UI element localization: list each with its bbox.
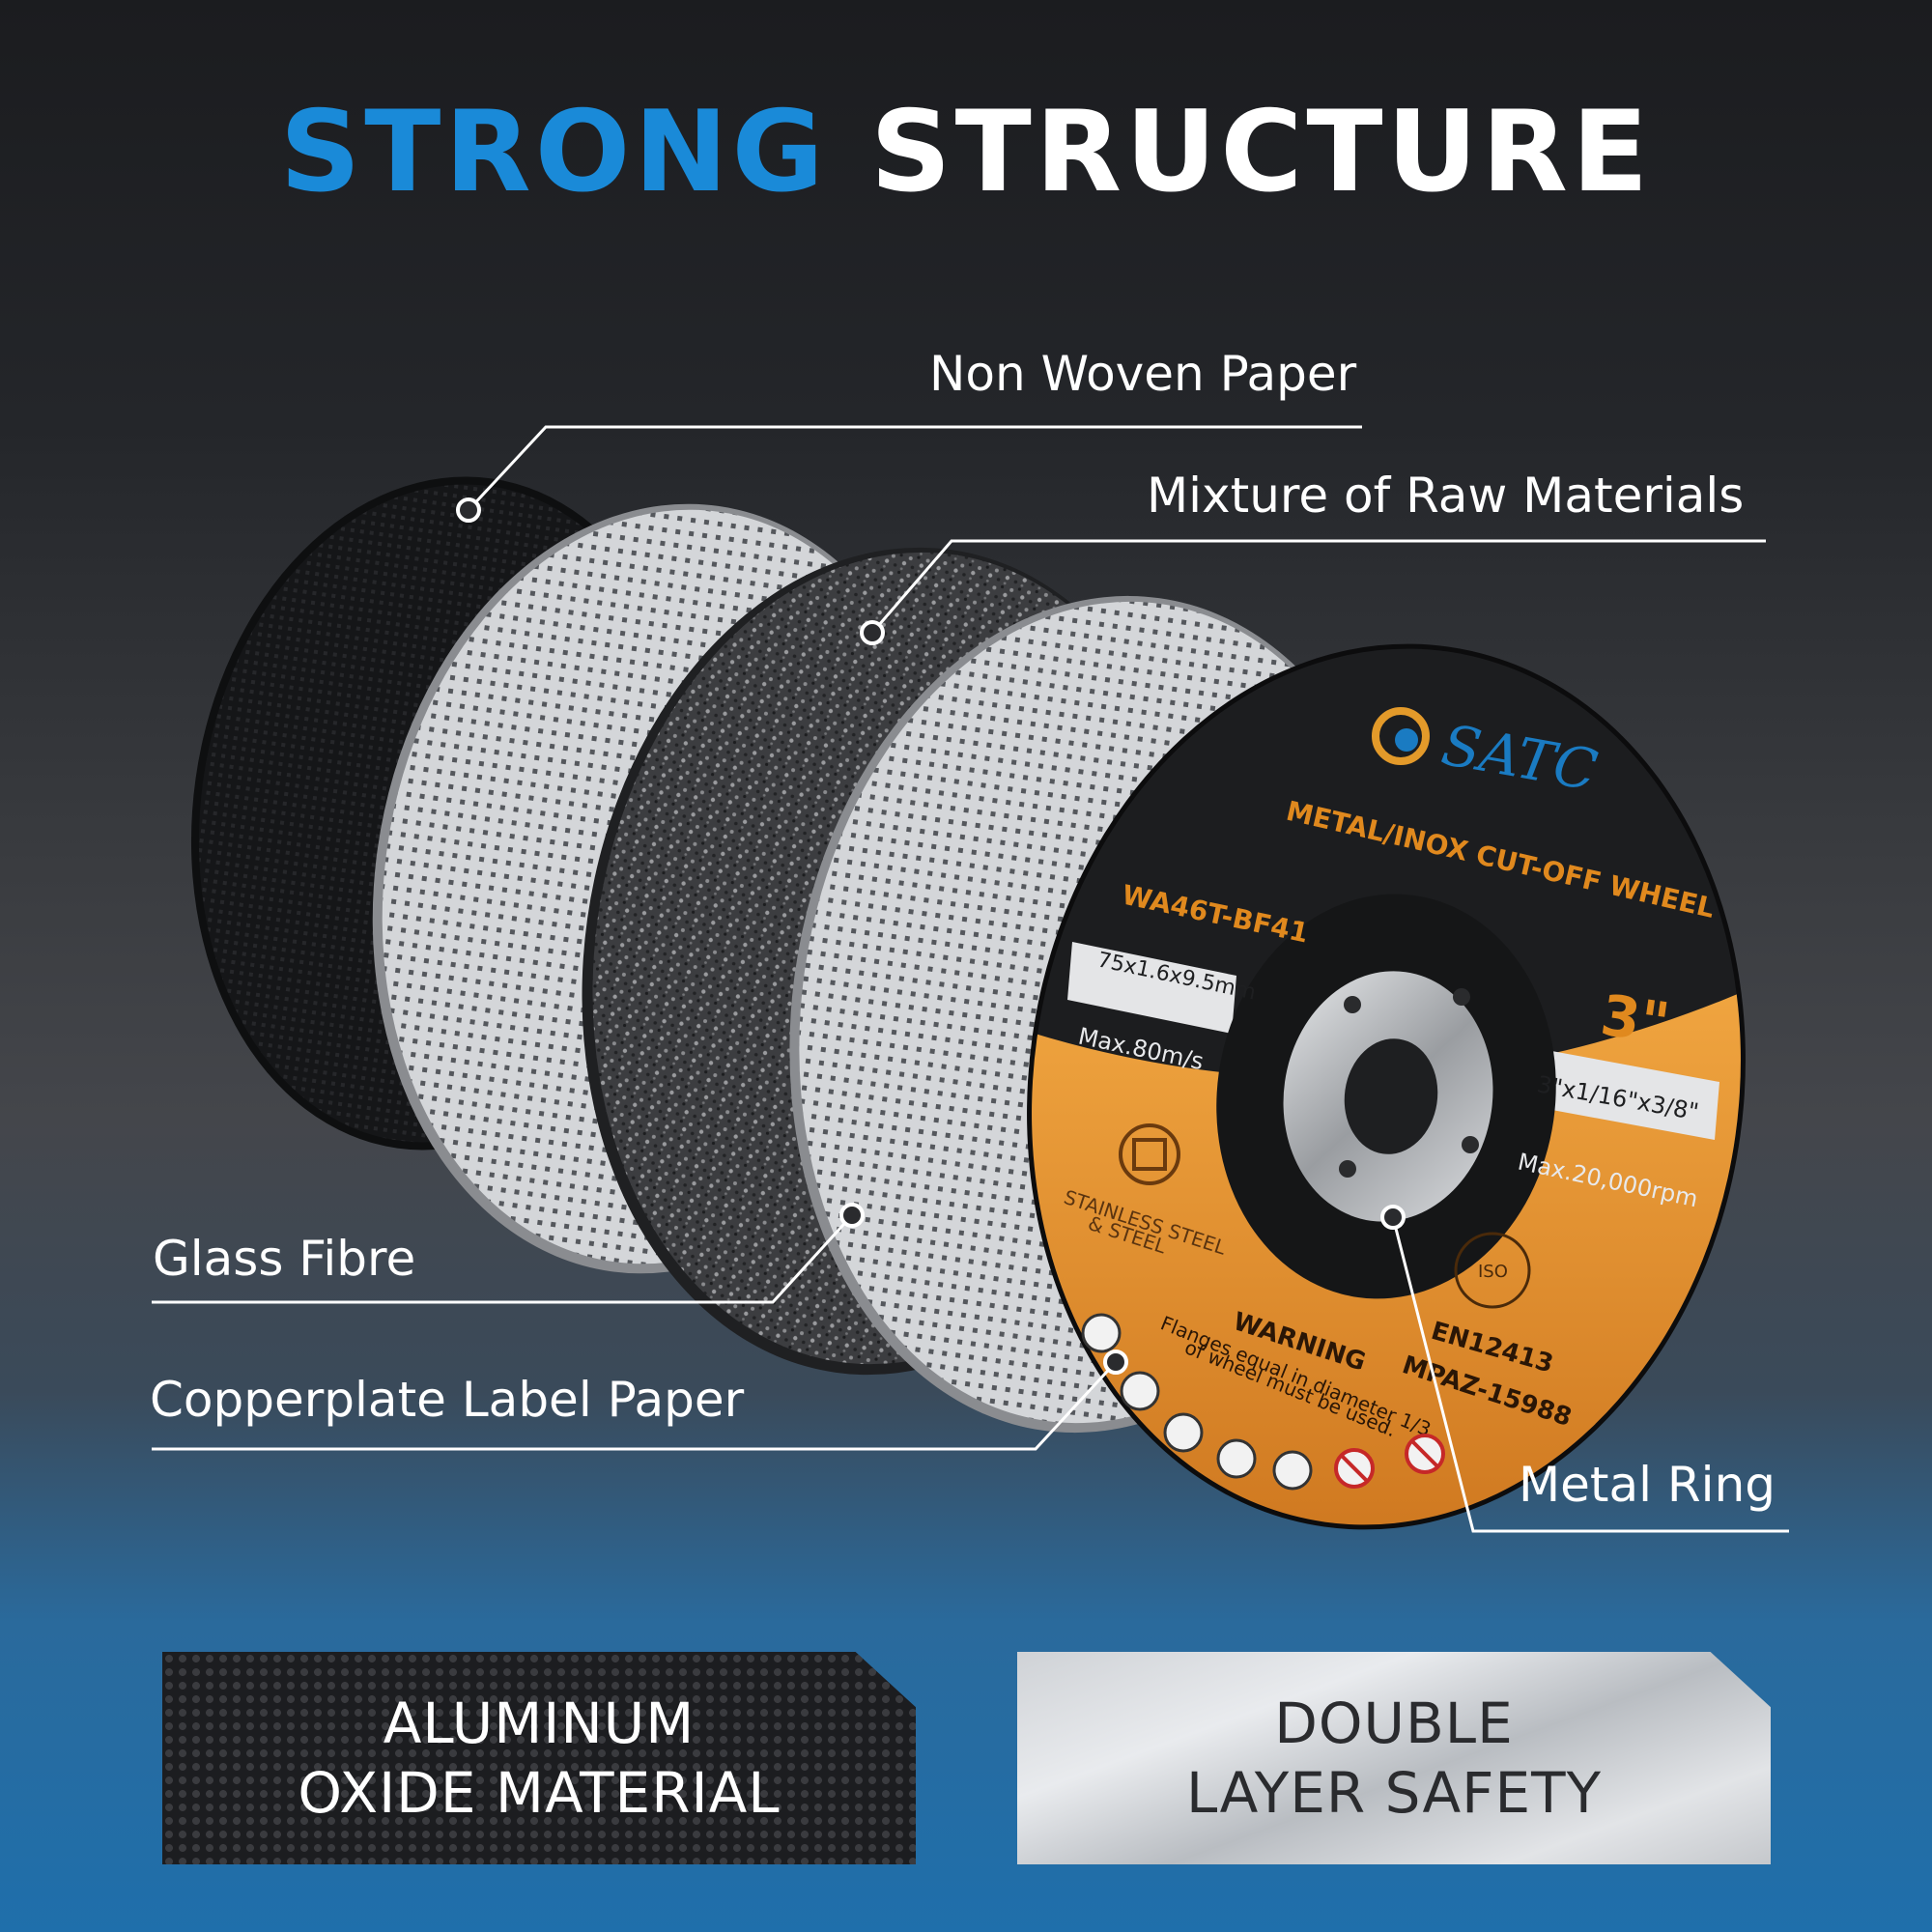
- ear-protection-icon: [1120, 1371, 1160, 1411]
- gloves-icon: [1216, 1438, 1257, 1479]
- callout-lines: [152, 425, 1789, 1533]
- safety-icons: [1081, 1313, 1445, 1491]
- callout-metal-ring: Metal Ring: [1519, 1457, 1776, 1513]
- raw-materials-line: [870, 539, 1766, 634]
- goggles-icon: [1081, 1313, 1122, 1353]
- callout-non-woven-paper: Non Woven Paper: [929, 346, 1357, 402]
- copperplate-line: [152, 1360, 1118, 1451]
- no-side-grinding-icon: [1405, 1434, 1445, 1474]
- no-wet-grinding-icon: [1334, 1448, 1375, 1489]
- headline-main-word: STRUCTURE: [870, 87, 1653, 217]
- panel-left-line-2: OXIDE MATERIAL: [298, 1760, 781, 1826]
- iso-text: ISO: [1478, 1262, 1508, 1282]
- helmet-icon: [1272, 1450, 1313, 1491]
- iso-seal-icon: ISO: [1454, 1232, 1531, 1309]
- callout-glass-fibre: Glass Fibre: [153, 1231, 416, 1287]
- callout-dots: [456, 497, 1406, 1375]
- callout-copperplate-label-paper: Copperplate Label Paper: [150, 1372, 745, 1428]
- panel-right-line-1: DOUBLE: [1274, 1690, 1514, 1756]
- non-woven-paper-line: [467, 425, 1362, 512]
- headline-accent-word: STRONG: [279, 87, 828, 217]
- double-layer-safety-panel: DOUBLE LAYER SAFETY: [1017, 1652, 1771, 1864]
- stainless-steel-icon: [1119, 1123, 1180, 1185]
- callout-raw-materials: Mixture of Raw Materials: [1147, 468, 1745, 524]
- size-inch-large: 3": [1597, 982, 1673, 1057]
- metal-ring-line: [1391, 1216, 1789, 1533]
- mask-icon: [1163, 1412, 1204, 1453]
- aluminum-oxide-panel: ALUMINUM OXIDE MATERIAL: [162, 1652, 916, 1864]
- glass-fibre-line: [152, 1213, 854, 1304]
- panel-left-line-1: ALUMINUM: [383, 1690, 696, 1756]
- headline: STRONG STRUCTURE: [0, 97, 1932, 209]
- panel-right-line-2: LAYER SAFETY: [1185, 1760, 1603, 1826]
